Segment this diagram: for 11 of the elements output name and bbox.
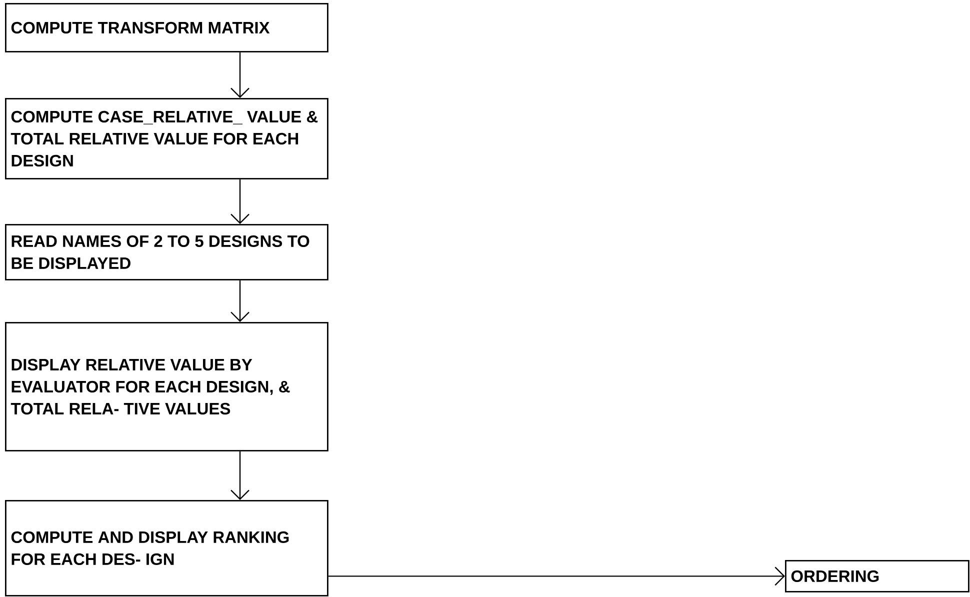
arrow [328, 566, 785, 586]
process-box: ORDERING [785, 560, 970, 592]
process-box: READ NAMES OF 2 TO 5 DESIGNS TO BE DISPLAYED [5, 224, 328, 280]
process-box: COMPUTE AND DISPLAY RANKING FOR EACH DES- IGN [5, 500, 328, 596]
arrow [230, 451, 250, 500]
arrow [230, 280, 250, 322]
arrow [230, 179, 250, 224]
process-box: COMPUTE CASE_RELATIVE_ VALUE & TOTAL RELATIVE VALUE FOR EACH DESIGN [5, 98, 328, 180]
arrow [230, 52, 250, 98]
process-box: DISPLAY RELATIVE VALUE BY EVALUATOR FOR EACH DESIGN, & TOTAL RELA- TIVE VALUES [5, 322, 328, 452]
process-box: COMPUTE TRANSFORM MATRIX [5, 3, 328, 52]
